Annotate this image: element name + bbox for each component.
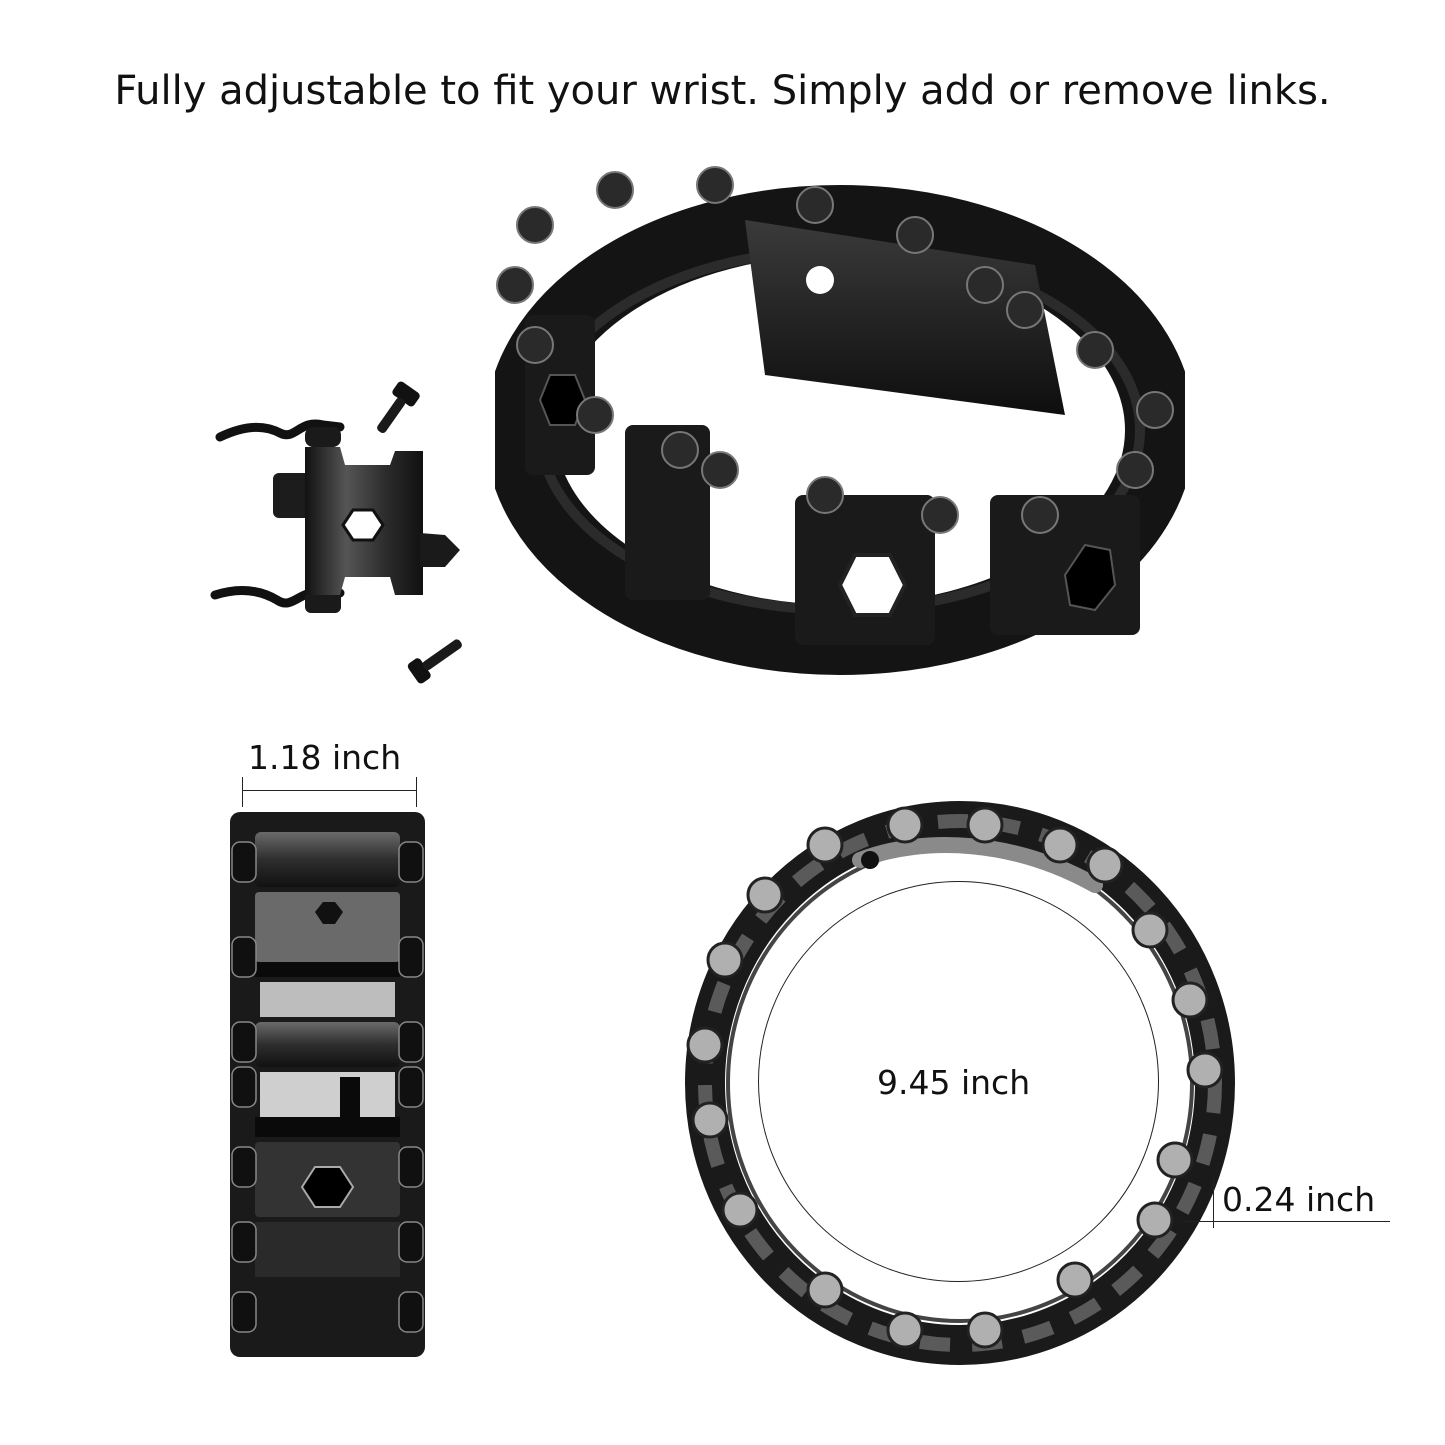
bracelet-front-icon: [230, 812, 425, 1357]
width-dimension-tick-right: [416, 777, 417, 807]
detached-link-image: [205, 355, 485, 700]
circumference-circle: [758, 881, 1159, 1282]
headline: Fully adjustable to fit your wrist. Simp…: [114, 68, 1331, 114]
thickness-dimension-vertical-line: [1213, 1178, 1214, 1228]
thickness-dimension-label: 0.24 inch: [1222, 1180, 1376, 1219]
bracelet-ring-icon: [685, 801, 1235, 1365]
thickness-dimension-horizontal-line: [1183, 1221, 1390, 1222]
bracelet-top-image: [685, 800, 1245, 1365]
width-dimension-label: 1.18 inch: [248, 738, 402, 777]
width-dimension-line: [242, 790, 417, 791]
width-dimension-tick-left: [242, 777, 243, 807]
bracelet-angled-image: [485, 165, 1195, 675]
link-icon: [210, 381, 462, 684]
bracelet-front-image: [230, 812, 425, 1357]
circumference-dimension-label: 9.45 inch: [877, 1063, 1031, 1102]
bracelet-icon: [485, 166, 1195, 675]
